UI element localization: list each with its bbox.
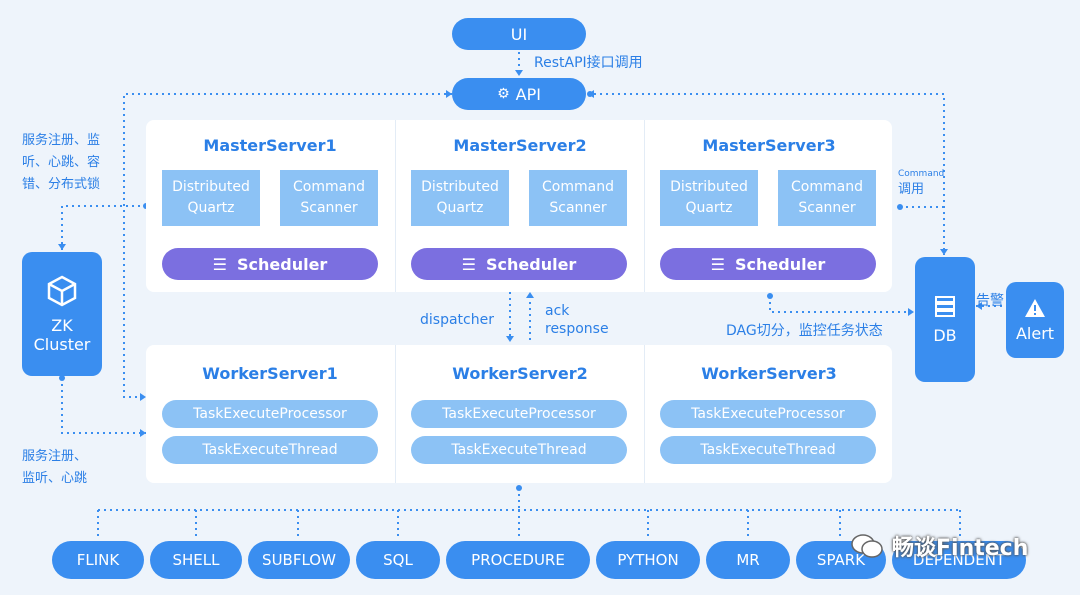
quartz-line: Distributed bbox=[421, 179, 499, 195]
zk-note-top-line: 服务注册、监 bbox=[22, 133, 101, 148]
plugin-sql: SQL bbox=[356, 541, 440, 579]
zk-note-top-line: 错、分布式锁 bbox=[22, 177, 101, 192]
dispatcher-label: dispatcher bbox=[420, 312, 494, 328]
ack-line: response bbox=[545, 321, 609, 337]
master-title: MasterServer2 bbox=[453, 136, 587, 155]
ack-line: ack bbox=[545, 303, 570, 319]
task-processor-bar: TaskExecuteProcessor bbox=[162, 400, 378, 428]
master-title: MasterServer1 bbox=[203, 136, 337, 155]
scheduler-bar: ☰ Scheduler bbox=[411, 248, 627, 280]
plugin-shell: SHELL bbox=[150, 541, 242, 579]
distributed-quartz-box: Distributed Quartz bbox=[411, 170, 509, 226]
alert-note: 告警 bbox=[976, 293, 1004, 309]
master-title: MasterServer3 bbox=[702, 136, 836, 155]
cube-icon bbox=[47, 275, 77, 307]
distributed-quartz-box: Distributed Quartz bbox=[660, 170, 758, 226]
zk-note-bottom-line: 监听、心跳 bbox=[22, 471, 88, 486]
zk-note-bottom-line: 服务注册、 bbox=[22, 449, 88, 464]
worker-title: WorkerServer2 bbox=[452, 364, 588, 383]
watermark: 畅谈Fintech bbox=[850, 530, 1028, 562]
task-thread-bar: TaskExecuteThread bbox=[660, 436, 876, 464]
plugin-python: PYTHON bbox=[596, 541, 700, 579]
ui-label: UI bbox=[510, 24, 528, 44]
list-icon: ☰ bbox=[461, 254, 476, 274]
plugin-flink: FLINK bbox=[52, 541, 144, 579]
command-scanner-box: Command Scanner bbox=[280, 170, 378, 226]
plug-icon: ⚙ bbox=[497, 86, 510, 102]
wechat-icon bbox=[851, 534, 883, 558]
plugin-procedure: PROCEDURE bbox=[446, 541, 590, 579]
zk-note-bottom: 服务注册、 监听、心跳 bbox=[22, 446, 122, 490]
master-server-2: MasterServer2 Distributed Quartz Command… bbox=[395, 120, 643, 292]
master-server-1: MasterServer1 Distributed Quartz Command… bbox=[146, 120, 394, 292]
plugin-subflow: SUBFLOW bbox=[248, 541, 350, 579]
scheduler-label: Scheduler bbox=[486, 254, 577, 274]
watermark-label: 畅谈Fintech bbox=[892, 536, 1029, 561]
task-thread-bar: TaskExecuteThread bbox=[162, 436, 378, 464]
db-node: DB bbox=[915, 257, 975, 382]
plugin-mr: MR bbox=[706, 541, 790, 579]
api-node: ⚙ API bbox=[452, 78, 586, 110]
task-processor-bar: TaskExecuteProcessor bbox=[660, 400, 876, 428]
command-note-line: Command bbox=[898, 169, 945, 179]
worker-title: WorkerServer1 bbox=[202, 364, 338, 383]
scanner-line: Command bbox=[791, 179, 863, 195]
zk-cluster-node: ZK Cluster bbox=[22, 252, 102, 376]
scanner-line: Scanner bbox=[300, 200, 358, 216]
quartz-line: Quartz bbox=[187, 200, 235, 216]
list-icon: ☰ bbox=[710, 254, 725, 274]
zk-sublabel: Cluster bbox=[33, 335, 91, 354]
dag-note: DAG切分，监控任务状态 bbox=[726, 323, 883, 339]
quartz-line: Distributed bbox=[670, 179, 748, 195]
list-icon: ☰ bbox=[212, 254, 227, 274]
quartz-line: Distributed bbox=[172, 179, 250, 195]
scheduler-label: Scheduler bbox=[735, 254, 826, 274]
scheduler-bar: ☰ Scheduler bbox=[660, 248, 876, 280]
zk-label: ZK bbox=[51, 316, 73, 335]
command-scanner-box: Command Scanner bbox=[778, 170, 876, 226]
worker-server-1: WorkerServer1 TaskExecuteProcessor TaskE… bbox=[146, 345, 394, 483]
warning-icon bbox=[1025, 298, 1045, 317]
scheduler-bar: ☰ Scheduler bbox=[162, 248, 378, 280]
alert-label: Alert bbox=[1015, 323, 1055, 343]
scanner-line: Scanner bbox=[798, 200, 856, 216]
scanner-line: Command bbox=[293, 179, 365, 195]
plugin-dependent: DEPENDENT bbox=[892, 541, 1026, 579]
worker-server-3: WorkerServer3 TaskExecuteProcessor TaskE… bbox=[644, 345, 892, 483]
command-scanner-box: Command Scanner bbox=[529, 170, 627, 226]
restapi-label: RestAPI接口调用 bbox=[534, 55, 643, 71]
scanner-line: Scanner bbox=[549, 200, 607, 216]
command-note-line: 调用 bbox=[898, 182, 925, 197]
command-note: Command 调用 bbox=[898, 168, 944, 196]
server-icon bbox=[935, 296, 955, 317]
api-label: API bbox=[515, 84, 541, 104]
worker-title: WorkerServer3 bbox=[701, 364, 837, 383]
quartz-line: Quartz bbox=[685, 200, 733, 216]
db-label: DB bbox=[933, 326, 957, 345]
quartz-line: Quartz bbox=[436, 200, 484, 216]
worker-server-2: WorkerServer2 TaskExecuteProcessor TaskE… bbox=[395, 345, 643, 483]
zk-note-top-line: 听、心跳、容 bbox=[22, 155, 101, 170]
distributed-quartz-box: Distributed Quartz bbox=[162, 170, 260, 226]
task-processor-bar: TaskExecuteProcessor bbox=[411, 400, 627, 428]
scheduler-label: Scheduler bbox=[237, 254, 328, 274]
task-thread-bar: TaskExecuteThread bbox=[411, 436, 627, 464]
alert-node: Alert bbox=[1006, 282, 1064, 358]
zk-note-top: 服务注册、监 听、心跳、容 错、分布式锁 bbox=[22, 130, 122, 196]
scanner-line: Command bbox=[542, 179, 614, 195]
master-server-3: MasterServer3 Distributed Quartz Command… bbox=[644, 120, 892, 292]
ui-node: UI bbox=[452, 18, 586, 50]
ack-label: ack response bbox=[545, 302, 609, 338]
